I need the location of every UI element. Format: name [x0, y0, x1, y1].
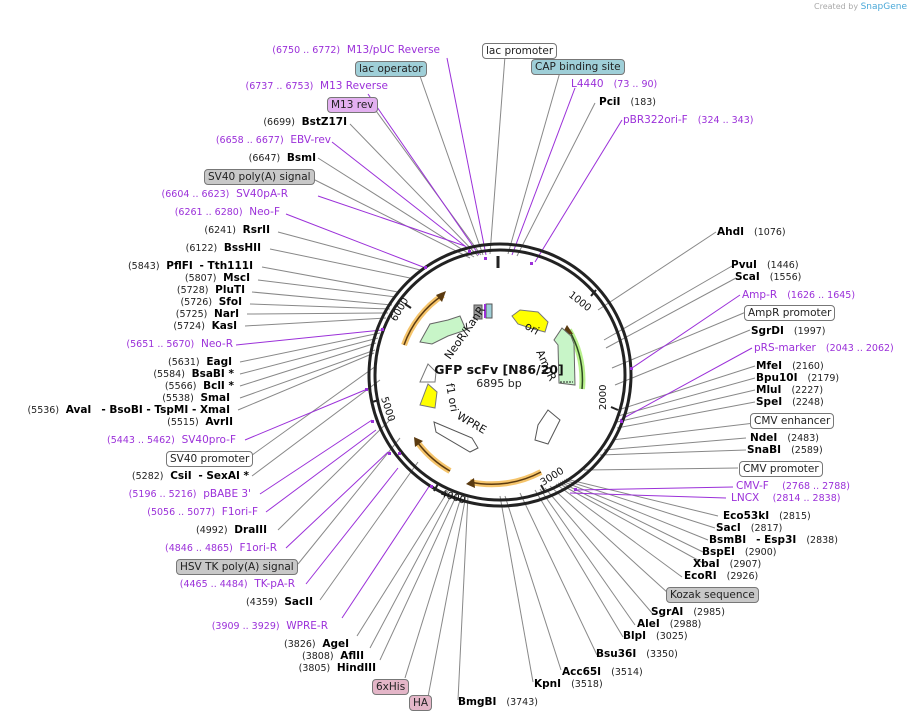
enzyme-pvui[interactable]: PvuI (1446)	[731, 259, 799, 271]
primer-m13puc-reverse[interactable]: (6750 .. 6772) M13/pUC Reverse	[272, 44, 440, 56]
feature-hsv-tk-polya[interactable]: HSV TK poly(A) signal	[176, 559, 298, 575]
primer-lncx[interactable]: LNCX (2814 .. 2838)	[731, 492, 841, 504]
f1-ori-feature[interactable]	[419, 383, 438, 409]
enzyme-pcii[interactable]: PciI (183)	[599, 96, 656, 108]
primer-tk-pa-r[interactable]: (4465 .. 4484) TK-pA-R	[179, 578, 295, 590]
enzyme-sgrdi[interactable]: SgrDI (1997)	[751, 325, 826, 337]
enzyme-kasi[interactable]: (5724) KasI	[173, 320, 237, 332]
plasmid-name: GFP scFv [N86/20]	[434, 362, 564, 377]
orf-arcs	[401, 292, 586, 488]
enzyme-mfei[interactable]: MfeI (2160)	[756, 360, 824, 372]
snapgene-logo: SnapGene	[860, 2, 907, 12]
feature-ampr-promoter[interactable]: AmpR promoter	[744, 305, 836, 321]
enzyme-sgrai[interactable]: SgrAI (2985)	[651, 606, 725, 618]
primer-prs-marker[interactable]: pRS-marker (2043 .. 2062)	[754, 342, 894, 354]
primer-neo-r[interactable]: (5651 .. 5670) Neo-R	[126, 338, 233, 350]
wpre-feature[interactable]	[433, 421, 479, 453]
primer-markers	[365, 250, 633, 491]
tick-marks	[371, 289, 619, 493]
enzyme-spei[interactable]: SpeI (2248)	[756, 396, 824, 408]
feature-6xhis[interactable]: 6xHis	[372, 679, 410, 695]
enzyme-pflfi[interactable]: (5843) PflFI - Tth111I	[127, 260, 253, 272]
enzyme-eagi[interactable]: (5631) EagI	[168, 356, 232, 368]
svg-text:1000: 1000	[566, 290, 593, 314]
enzyme-bspei[interactable]: BspEI (2900)	[702, 546, 777, 558]
feature-cmv-promoter[interactable]: CMV promoter	[739, 461, 823, 477]
feature-lac-promoter[interactable]: lac promoter	[482, 43, 558, 59]
enzyme-avai[interactable]: (5536) AvaI - BsoBI - TspMI - XmaI	[27, 404, 230, 416]
enzyme-saci[interactable]: SacI (2817)	[716, 522, 783, 534]
enzyme-pluti[interactable]: (5728) PluTI	[176, 284, 245, 296]
enzyme-ecori[interactable]: EcoRI (2926)	[684, 570, 759, 582]
enzyme-hindiii[interactable]: (3805) HindIII	[298, 662, 376, 674]
ampr-feature[interactable]	[553, 327, 576, 386]
feature-ha[interactable]: HA	[409, 695, 433, 711]
ori-feature[interactable]	[511, 309, 549, 333]
enzyme-ahdi[interactable]: AhdI (1076)	[717, 226, 786, 238]
lac-promoter-feature[interactable]	[473, 304, 483, 320]
enzyme-smai[interactable]: (5538) SmaI	[162, 392, 230, 404]
feature-cmv-enhancer[interactable]: CMV enhancer	[750, 413, 835, 429]
enzyme-bsu36i[interactable]: Bsu36I (3350)	[596, 648, 678, 660]
enzyme-blpi[interactable]: BlpI (3025)	[623, 630, 688, 642]
enzyme-sfoi[interactable]: (5726) SfoI	[180, 296, 242, 308]
primer-wpre-r[interactable]: (3909 .. 3929) WPRE-R	[211, 620, 328, 632]
snapgene-credit: Created by SnapGene	[814, 2, 907, 12]
enzyme-agei[interactable]: (3826) AgeI	[284, 638, 349, 650]
enzyme-bsabi[interactable]: (5584) BsaBI *	[153, 368, 234, 380]
enzyme-mlui[interactable]: MluI (2227)	[756, 384, 824, 396]
backbone-inner	[373, 248, 627, 502]
enzyme-alei[interactable]: AleI (2988)	[637, 618, 702, 630]
feature-m13-rev[interactable]: M13 rev	[327, 97, 378, 113]
enzyme-snabi[interactable]: SnaBI (2589)	[747, 444, 823, 456]
primer-pbabe3[interactable]: (5196 .. 5216) pBABE 3'	[128, 488, 251, 500]
backbone-outer	[367, 242, 633, 508]
enzyme-bsshii[interactable]: (6122) BssHII	[185, 242, 261, 254]
svg-text:2000: 2000	[598, 385, 609, 410]
primer-leader-lines	[235, 57, 753, 619]
enzyme-bstz17i[interactable]: (6699) BstZ17I	[263, 116, 347, 128]
primer-ebv-rev[interactable]: (6658 .. 6677) EBV-rev	[215, 134, 331, 146]
enzyme-msci[interactable]: (5807) MscI	[184, 272, 250, 284]
enzyme-bsmbi[interactable]: BsmBI - Esp3I (2838)	[709, 534, 838, 546]
primer-neo-f[interactable]: (6261 .. 6280) Neo-F	[174, 206, 280, 218]
neor-kanr-feature[interactable]	[419, 315, 467, 345]
promoter-feature[interactable]	[419, 363, 437, 383]
enzyme-xbai[interactable]: XbaI (2907)	[693, 558, 762, 570]
feature-cap-binding-site[interactable]: CAP binding site	[531, 59, 625, 75]
plasmid-length: 6895 bp	[476, 377, 522, 390]
enzyme-ndei[interactable]: NdeI (2483)	[750, 432, 819, 444]
enzyme-bsmi[interactable]: (6647) BsmI	[248, 152, 316, 164]
primer-sv40pa-r[interactable]: (6604 .. 6623) SV40pA-R	[161, 188, 288, 200]
svg-text:f1 ori: f1 ori	[443, 382, 461, 413]
enzyme-bpu10i[interactable]: Bpu10I (2179)	[756, 372, 840, 384]
primer-m13-reverse[interactable]: (6737 .. 6753) M13 Reverse	[245, 80, 388, 92]
enzyme-rsrii[interactable]: (6241) RsrII	[204, 224, 270, 236]
enzyme-aflii[interactable]: (3808) AflII	[301, 650, 364, 662]
enzyme-kpni[interactable]: KpnI (3518)	[534, 678, 603, 690]
enzyme-bmgbi[interactable]: BmgBI (3743)	[458, 696, 538, 708]
feature-lac-operator[interactable]: lac operator	[355, 61, 427, 77]
primer-f1ori-r[interactable]: (4846 .. 4865) F1ori-R	[164, 542, 277, 554]
enzyme-eco53ki[interactable]: Eco53kI (2815)	[723, 510, 811, 522]
enzyme-scai[interactable]: ScaI (1556)	[735, 271, 802, 283]
enzyme-csii[interactable]: (5282) CsiI - SexAI *	[131, 470, 249, 482]
feature-sv40-polya[interactable]: SV40 poly(A) signal	[204, 169, 315, 185]
enzyme-avrii[interactable]: (5515) AvrII	[167, 416, 233, 428]
feature-sv40-promoter[interactable]: SV40 promoter	[166, 451, 254, 467]
primer-pbr322ori-f[interactable]: pBR322ori-F (324 .. 343)	[623, 114, 754, 126]
primer-cmv-f[interactable]: CMV-F (2768 .. 2788)	[736, 480, 851, 492]
enzyme-sacii[interactable]: (4359) SacII	[246, 596, 313, 608]
primer-amp-r[interactable]: Amp-R (1626 .. 1645)	[742, 289, 856, 301]
svg-text:ori: ori	[523, 319, 542, 337]
primer-sv40pro-f[interactable]: (5443 .. 5462) SV40pro-F	[107, 434, 236, 446]
cmv-feature[interactable]	[534, 409, 561, 445]
enzyme-nari[interactable]: (5725) NarI	[175, 308, 239, 320]
enzyme-bcli[interactable]: (5566) BclI *	[164, 380, 234, 392]
feature-kozak-sequence[interactable]: Kozak sequence	[666, 587, 759, 603]
enzyme-draiii[interactable]: (4992) DraIII	[196, 524, 267, 536]
primer-l4440[interactable]: L4440 (73 .. 90)	[571, 78, 658, 90]
enzyme-acc65i[interactable]: Acc65I (3514)	[562, 666, 643, 678]
primer-f1ori-f[interactable]: (5056 .. 5077) F1ori-F	[147, 506, 258, 518]
